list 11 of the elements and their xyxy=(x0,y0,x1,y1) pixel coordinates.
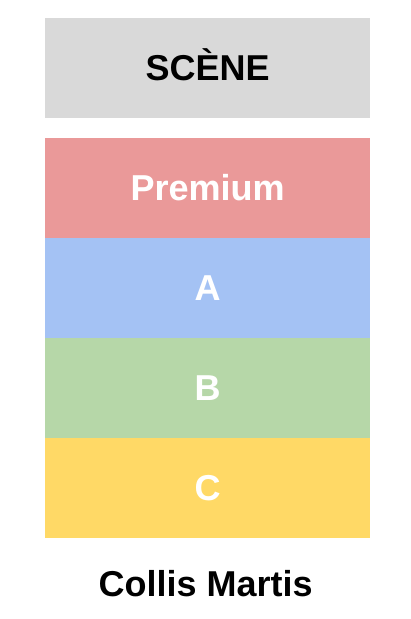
seating-zone xyxy=(45,238,370,338)
zone-label: B xyxy=(194,370,220,406)
seating-zone xyxy=(45,438,370,538)
zone-label: Premium xyxy=(130,170,285,206)
seating-zone xyxy=(45,338,370,438)
seating-zone xyxy=(45,138,370,238)
zone-label: C xyxy=(194,470,220,506)
venue-caption: Collis Martis xyxy=(98,563,313,604)
stage-area xyxy=(45,18,370,118)
stage-label: SCÈNE xyxy=(145,50,270,86)
zone-label: A xyxy=(194,270,220,306)
